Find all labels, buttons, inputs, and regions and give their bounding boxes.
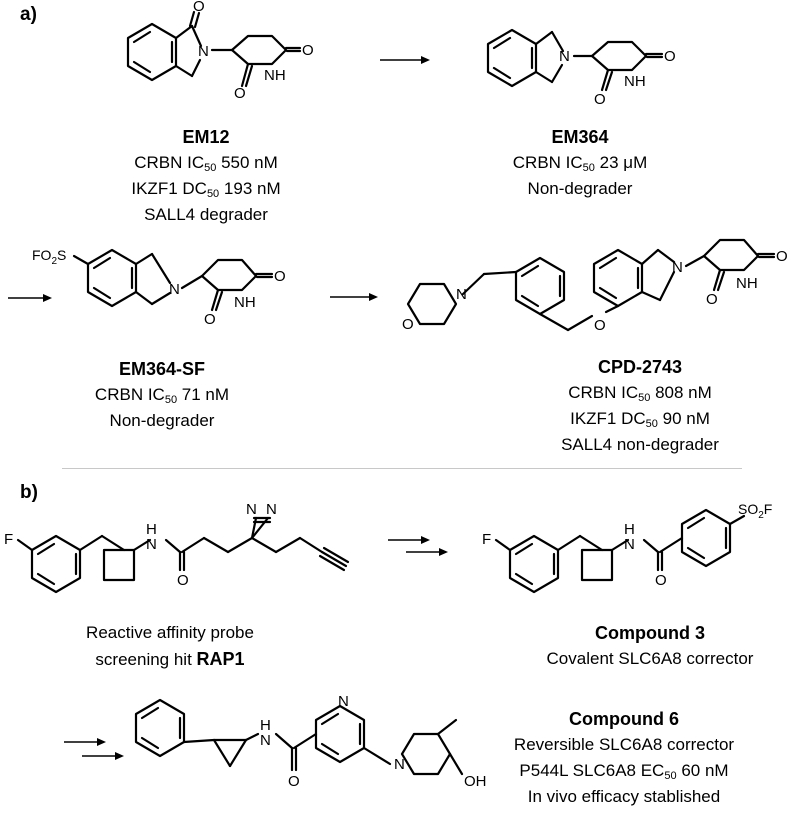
atom-fo2s: FO2S <box>32 247 66 267</box>
compound-name: CPD-2743 <box>597 357 683 377</box>
atom-n: N <box>246 501 257 518</box>
atom-o: O <box>204 311 216 328</box>
atom-f: F <box>4 531 13 548</box>
atom-o: O <box>594 317 606 334</box>
caption-line: screening hit RAP1 <box>95 649 245 669</box>
caption-em364-sf: EM364-SF CRBN IC50 71 nM Non-degrader <box>82 356 242 434</box>
structure-compound-3: F H N O SO2F <box>482 501 772 594</box>
atom-nh: NH <box>264 67 286 84</box>
arrow-em364-sf-to-cpd2743 <box>330 293 378 301</box>
panel-label-b: b) <box>20 482 38 503</box>
arrow-into-compound-6 <box>64 738 124 760</box>
compound-name: EM12 <box>182 127 230 147</box>
atom-h: H <box>260 717 271 734</box>
atom-o: O <box>655 572 667 589</box>
atom-n: N <box>624 536 635 553</box>
caption-line: CRBN IC50 23 μM <box>512 153 648 174</box>
arrow-into-em364-sf <box>8 294 52 302</box>
structure-em364: N O NH O <box>486 28 676 108</box>
atom-o: O <box>776 248 788 265</box>
caption-line: IKZF1 DC50 193 nM <box>131 179 281 200</box>
caption-line: Reversible SLC6A8 corrector <box>513 735 735 754</box>
atom-h: H <box>624 521 635 538</box>
caption-line: SALL4 degrader <box>144 205 268 224</box>
structure-em12: O N O NH O <box>126 0 314 102</box>
caption-compound-6: Compound 6 Reversible SLC6A8 corrector P… <box>506 706 742 810</box>
caption-line: CRBN IC50 550 nM <box>134 153 278 174</box>
atom-n: N <box>169 281 180 298</box>
caption-line: Reactive affinity probe <box>86 623 254 642</box>
structure-rap1: F H N O N N <box>4 501 350 594</box>
atom-o: O <box>706 291 718 308</box>
atom-o: O <box>594 91 606 108</box>
panel-divider <box>62 468 742 469</box>
caption-line: P544L SLC6A8 EC50 60 nM <box>519 761 729 782</box>
compound-name: Compound 6 <box>569 709 679 729</box>
atom-nh: NH <box>234 294 256 311</box>
caption-compound-3: Compound 3 Covalent SLC6A8 corrector <box>540 620 760 672</box>
caption-line: CRBN IC50 71 nM <box>94 385 230 406</box>
atom-f: F <box>482 531 491 548</box>
atom-n: N <box>260 732 271 749</box>
atom-o: O <box>193 0 205 15</box>
caption-line: Non-degrader <box>109 411 215 430</box>
caption-em12: EM12 CRBN IC50 550 nM IKZF1 DC50 193 nM … <box>126 124 286 228</box>
arrow-em12-to-em364 <box>380 56 430 64</box>
caption-line: Covalent SLC6A8 corrector <box>546 649 754 668</box>
atom-nh: NH <box>736 275 758 292</box>
atom-n: N <box>456 286 467 303</box>
compound-name: RAP1 <box>196 649 245 669</box>
caption-line: SALL4 non-degrader <box>561 435 719 454</box>
arrow-rap1-to-compound-3 <box>388 536 448 556</box>
panel-label-a: a) <box>20 4 37 25</box>
compound-name: EM364-SF <box>118 359 206 379</box>
caption-line: In vivo efficacy stablished <box>527 787 721 806</box>
atom-o: O <box>664 48 676 65</box>
atom-h: H <box>146 521 157 538</box>
atom-o: O <box>177 572 189 589</box>
atom-o: O <box>302 42 314 59</box>
structure-em364-sf: FO2S N O NH O <box>32 247 286 328</box>
atom-n: N <box>266 501 277 518</box>
structure-compound-6: N H N O N OH <box>134 693 487 790</box>
atom-o: O <box>402 316 414 333</box>
atom-n: N <box>338 693 349 710</box>
compound-name: EM364 <box>551 127 609 147</box>
atom-n: N <box>672 259 683 276</box>
atom-so2f: SO2F <box>738 501 772 521</box>
atom-n: N <box>146 536 157 553</box>
atom-n: N <box>198 43 209 60</box>
atom-n: N <box>559 48 570 65</box>
atom-o: O <box>274 268 286 285</box>
caption-em364: EM364 CRBN IC50 23 μM Non-degrader <box>500 124 660 202</box>
structure-cpd-2743: N O O N O NH O <box>402 238 788 334</box>
caption-cpd-2743: CPD-2743 CRBN IC50 808 nM IKZF1 DC50 90 … <box>540 354 740 458</box>
atom-o: O <box>288 773 300 790</box>
caption-line: CRBN IC50 808 nM <box>568 383 712 404</box>
atom-o: O <box>234 85 246 102</box>
caption-line: IKZF1 DC50 90 nM <box>570 409 710 430</box>
atom-n: N <box>394 756 405 773</box>
atom-nh: NH <box>624 73 646 90</box>
caption-rap1: Reactive affinity probe screening hit RA… <box>60 620 280 673</box>
compound-name: Compound 3 <box>595 623 705 643</box>
caption-line: Non-degrader <box>527 179 633 198</box>
atom-oh: OH <box>464 773 487 790</box>
